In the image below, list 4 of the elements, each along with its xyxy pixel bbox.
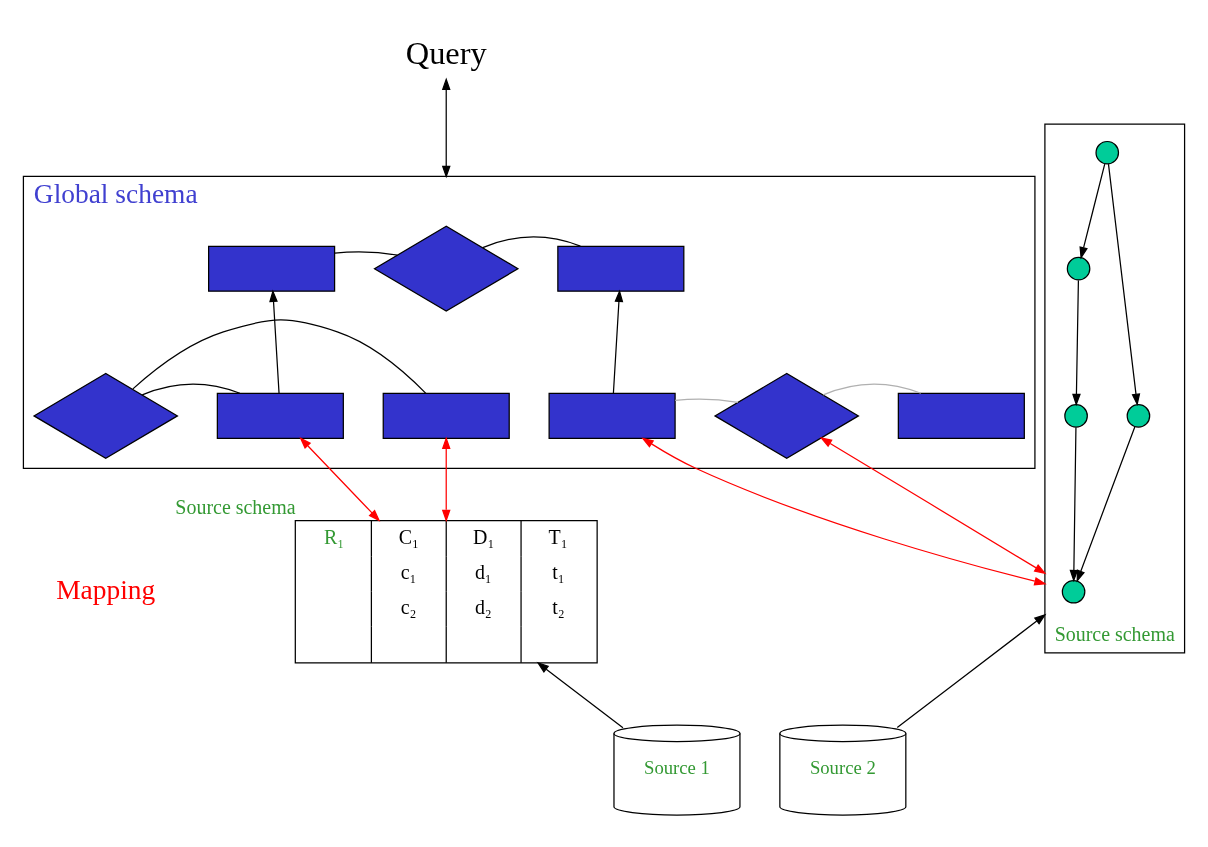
node-label: Source schema	[1054, 622, 1175, 645]
label: Mapping	[56, 574, 156, 605]
node-text: Query	[405, 34, 487, 71]
node-label: Source schema	[175, 495, 296, 518]
